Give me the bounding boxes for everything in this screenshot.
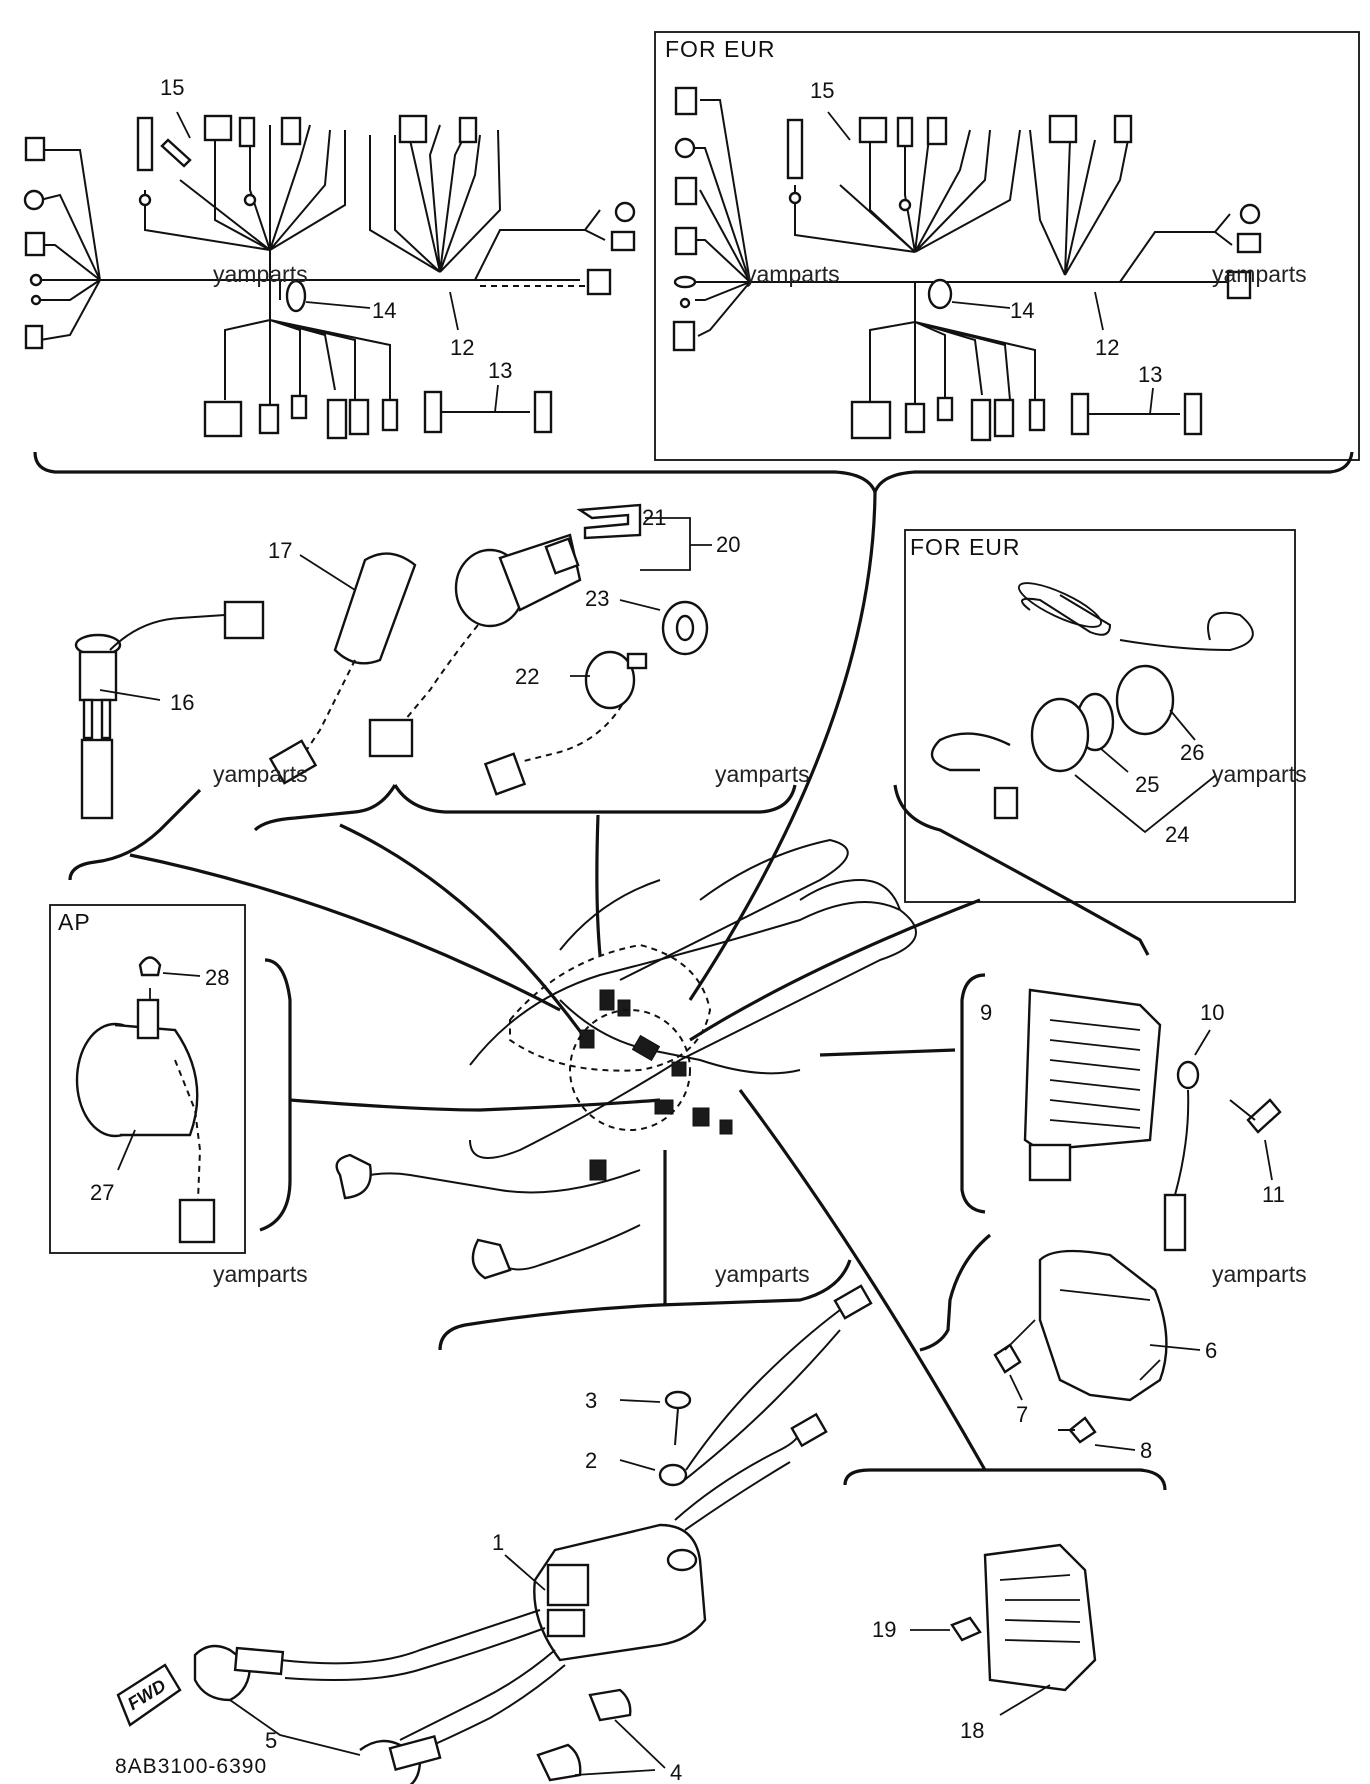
- label-1: 1: [492, 1530, 504, 1555]
- watermark-text: yamparts: [1212, 761, 1307, 787]
- part-1-ignition-coil: [504, 1523, 707, 1662]
- watermark-text: yamparts: [715, 761, 810, 787]
- label-5: 5: [265, 1728, 277, 1753]
- label-19: 19: [872, 1617, 896, 1642]
- label-28: 28: [205, 965, 229, 990]
- wire-harness-eur-box: [654, 31, 1360, 461]
- label-16: 16: [170, 690, 194, 715]
- watermark-text: yamparts: [213, 761, 308, 787]
- label-25: 25: [1135, 772, 1159, 797]
- label-4: 4: [670, 1760, 682, 1784]
- part-9-rectifier: [1023, 988, 1162, 1182]
- part-20-main-switch: [368, 503, 642, 758]
- label-18: 18: [960, 1718, 984, 1743]
- label-13: 13: [488, 358, 512, 383]
- parts-lower: [116, 1089, 1167, 1784]
- middle-brackets: [68, 784, 1150, 1046]
- part-16-sensor: [74, 600, 265, 820]
- frame-illustration: [335, 838, 917, 1280]
- label-23: 23: [585, 586, 609, 611]
- part-2-terminal: [619, 1284, 873, 1487]
- label-17: 17: [268, 538, 292, 563]
- part-22-switch: [483, 650, 648, 796]
- label-8: 8: [1140, 1438, 1152, 1463]
- wire-harness-section: [23, 31, 1360, 1001]
- watermark-text: yamparts: [745, 261, 840, 287]
- label-11: 11: [1262, 1182, 1285, 1207]
- box-title-ap: AP: [58, 909, 91, 935]
- ap-box: [49, 904, 661, 1254]
- part-6-cover: [1038, 1249, 1201, 1402]
- part-3-bolt: [619, 1390, 692, 1446]
- label-27: 27: [90, 1180, 114, 1205]
- watermark-text: yamparts: [715, 1261, 810, 1287]
- part-11-bolt: [1229, 1098, 1282, 1181]
- box-title-harness-eur: FOR EUR: [665, 36, 776, 62]
- watermark-text: yamparts: [1212, 1261, 1307, 1287]
- part-17-condenser: [268, 552, 417, 785]
- box-title-switch-eur: FOR EUR: [910, 534, 1021, 560]
- part-5-plug-caps: [193, 1644, 442, 1784]
- label-20: 20: [716, 532, 740, 557]
- labels: FOR EUR FOR EUR AP 15 15 14 14 12 12 13 …: [58, 36, 1285, 1784]
- label-3: 3: [585, 1388, 597, 1413]
- label-15b: 15: [810, 78, 834, 103]
- label-12b: 12: [1095, 335, 1119, 360]
- part-4-clamps: [536, 1688, 666, 1782]
- parts-right-middle: [819, 973, 1282, 1451]
- label-21: 21: [642, 505, 666, 530]
- part-10-ground-lead: [1163, 1029, 1211, 1252]
- label-22: 22: [515, 664, 539, 689]
- watermark-text: yamparts: [213, 1261, 308, 1287]
- switch-eur-box: [904, 529, 1296, 903]
- label-26: 26: [1180, 740, 1204, 765]
- label-12: 12: [450, 335, 474, 360]
- label-24: 24: [1165, 822, 1189, 847]
- fwd-arrow: [116, 1663, 182, 1727]
- drawing-code: 8AB3100-6390: [115, 1755, 267, 1778]
- label-14b: 14: [1010, 298, 1034, 323]
- label-6: 6: [1205, 1338, 1217, 1363]
- label-14: 14: [372, 298, 396, 323]
- label-2: 2: [585, 1448, 597, 1473]
- wire-harness-standard: [23, 111, 636, 440]
- parts-upper-middle: [74, 503, 712, 820]
- watermark-text: yamparts: [213, 261, 308, 287]
- label-10: 10: [1200, 1000, 1224, 1025]
- watermark-text: yamparts: [1212, 261, 1307, 287]
- label-13b: 13: [1138, 362, 1162, 387]
- part-18-regulator: [983, 1543, 1097, 1716]
- watermarks: yamparts yamparts yamparts yamparts yamp…: [213, 261, 1307, 1287]
- label-7: 7: [1016, 1402, 1028, 1427]
- label-15: 15: [160, 75, 184, 100]
- label-9: 9: [980, 1000, 992, 1025]
